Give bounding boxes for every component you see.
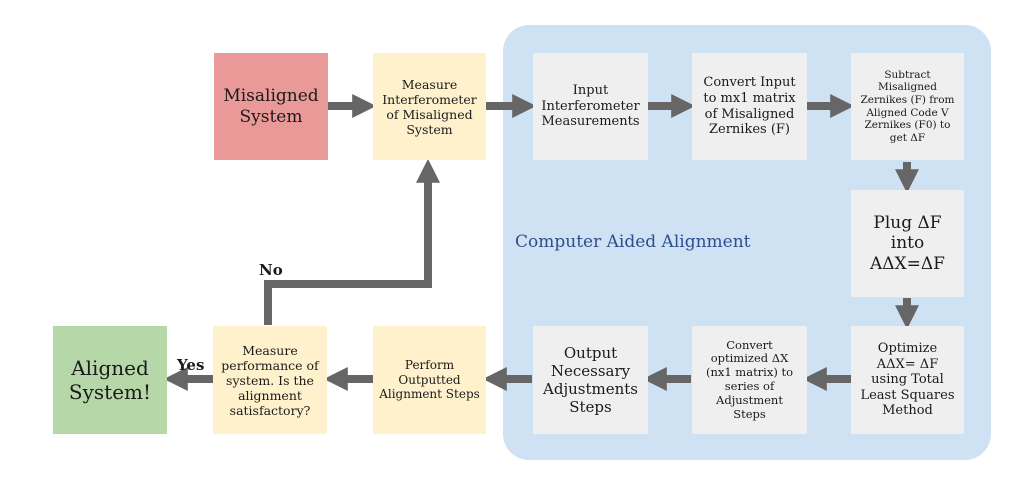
measure-performance-box: Measure performance of system. Is the al… xyxy=(213,326,327,434)
aligned-system-box: Aligned System! xyxy=(53,326,167,434)
plug-delta-f-box: Plug ΔF into AΔX=ΔF xyxy=(851,190,964,297)
convert-input-box: Convert Input to mx1 matrix of Misaligne… xyxy=(692,53,807,160)
yes-label: Yes xyxy=(177,356,205,374)
no-label: No xyxy=(259,261,283,279)
subtract-zernikes-box: Subtract Misaligned Zernikes (F) from Al… xyxy=(851,53,964,160)
perform-alignment-box: Perform Outputted Alignment Steps xyxy=(373,326,486,434)
output-adjustments-box: Output Necessary Adjustments Steps xyxy=(533,326,648,434)
region-label: Computer Aided Alignment xyxy=(515,232,751,252)
input-interferometer-box: Input Interferometer Measurements xyxy=(533,53,648,160)
misaligned-system-box: Misaligned System xyxy=(214,53,328,160)
measure-interferometer-box: Measure Interferometer of Misaligned Sys… xyxy=(373,53,486,160)
convert-optimized-box: Convert optimized ΔX (nx1 matrix) to ser… xyxy=(692,326,807,434)
optimize-box: Optimize AΔX= ΔF using Total Least Squar… xyxy=(851,326,964,434)
arrow-no-loop xyxy=(264,158,440,325)
